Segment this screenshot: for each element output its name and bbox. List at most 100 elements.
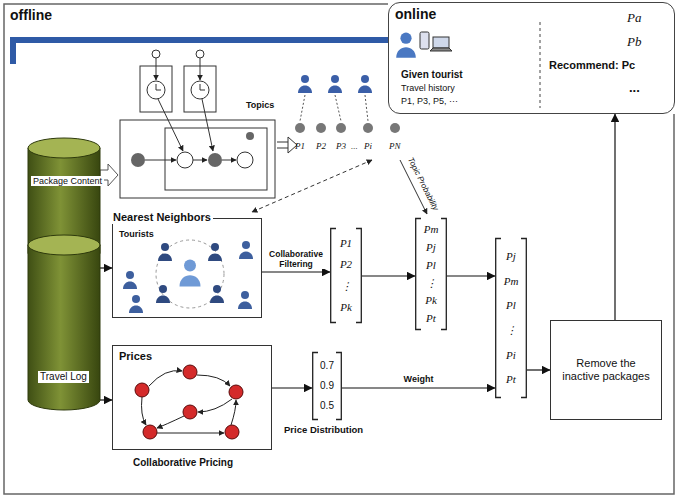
- cylinder-top: [28, 138, 100, 158]
- price-node: [135, 383, 149, 397]
- bracket-line: [496, 239, 527, 398]
- list-entry: Pk: [425, 294, 437, 307]
- node-text: P1, P3, P5, ···: [401, 96, 458, 106]
- diagram-label: P1: [295, 141, 305, 151]
- arrow-label: Topic Probability: [406, 156, 440, 212]
- diagram-label: Pi: [364, 141, 372, 151]
- variable-node: [237, 152, 253, 168]
- topic-node: [363, 123, 373, 133]
- topic-node: [336, 123, 346, 133]
- node-text: Nearest Neighbors: [111, 211, 213, 224]
- topic-node: [295, 123, 305, 133]
- model-arrow: [202, 99, 213, 151]
- bracket-line: [416, 219, 447, 330]
- cylinder-shape: [28, 235, 100, 410]
- list-entry: P1: [340, 237, 352, 250]
- dashed-link: [252, 160, 372, 212]
- text-column: 0.70.90.5: [312, 352, 342, 420]
- price-link: [197, 375, 230, 386]
- model-arrow: [193, 160, 207, 161]
- node-text: Package Content: [31, 176, 104, 186]
- node-text: online: [395, 6, 436, 22]
- cylinder-body: [28, 148, 100, 263]
- bracket-line: [331, 229, 362, 323]
- package-list: PmPjPl⋮PkPt: [415, 218, 447, 330]
- flow-arrow: [527, 369, 550, 370]
- variable-node: [152, 50, 160, 58]
- price-node: [143, 425, 157, 439]
- database-cylinder: Travel Log: [28, 235, 100, 410]
- model-arrow: [145, 160, 176, 161]
- variable-node: [177, 152, 193, 168]
- flow-arrow: [614, 114, 615, 320]
- text-column: Remove the inactive packages: [551, 321, 661, 419]
- list-entry: ⋮: [506, 324, 517, 337]
- list-entry: Pj: [426, 241, 436, 254]
- cylinder-top: [28, 235, 100, 255]
- divider-line: [540, 22, 541, 108]
- price-link: [157, 416, 184, 428]
- model-arrow: [200, 58, 201, 80]
- list-entry: ⋮: [426, 277, 437, 290]
- module-box: PricesCollaborative Pricing: [112, 345, 272, 450]
- list-entry: 0.9: [320, 380, 334, 392]
- node-text: Remove the inactive packages: [551, 357, 661, 382]
- variable-node: [208, 153, 222, 167]
- tourist-icon: [158, 243, 172, 261]
- tourist-icon: [210, 285, 224, 303]
- plate: [165, 128, 267, 190]
- node-text: Travel Log: [38, 371, 89, 383]
- price-node: [183, 365, 197, 379]
- node-text: Recommend: Pc: [549, 59, 635, 72]
- node-text: Pb: [627, 35, 641, 50]
- diagram-label: Topics: [246, 100, 274, 110]
- text-column: PjPmPl⋮PiPt: [495, 238, 527, 398]
- tourist-icon: [180, 260, 201, 287]
- tourist-icon: [238, 291, 252, 309]
- price-node: [225, 425, 239, 439]
- flow-arrow: [262, 271, 330, 272]
- tourist-icon: [156, 285, 170, 303]
- phone-icon: [420, 32, 429, 49]
- tourist-icon: [358, 75, 372, 93]
- offline-region: offlinePackage ContentTravel Log Nearest …: [4, 4, 674, 494]
- node-text: Prices: [119, 350, 152, 363]
- edge-label: Collaborative Filtering: [266, 250, 326, 269]
- node-text: offline: [10, 7, 52, 23]
- package-list: PjPmPl⋮PiPt: [495, 238, 527, 398]
- node-text: Given tourist: [401, 69, 463, 81]
- list-entry: Pk: [340, 301, 352, 314]
- tourist-icon: [396, 33, 416, 58]
- list-entry: ⋮: [341, 280, 352, 293]
- clock-hands: [156, 84, 205, 90]
- neighbor-ring: [156, 240, 224, 308]
- price-link: [198, 399, 232, 412]
- price-vector: Price Distribution0.70.90.5: [312, 352, 342, 420]
- text-column: P1P2 ⋮ Pk: [330, 228, 362, 323]
- list-entry: Pi: [506, 349, 516, 362]
- edge-label: Weight: [404, 375, 434, 385]
- price-link: [231, 400, 236, 425]
- price-link: [149, 371, 182, 386]
- list-entry: 0.7: [320, 360, 334, 372]
- topic-node: [316, 123, 326, 133]
- price-node: [229, 385, 243, 399]
- tourist-icon: [298, 75, 312, 93]
- list-entry: Pt: [426, 312, 436, 325]
- tourist-icon: [208, 243, 222, 261]
- list-entry: Pt: [506, 373, 516, 386]
- list-entry: P2: [340, 258, 352, 271]
- price-link: [157, 433, 224, 434]
- list-entry: Pl: [426, 259, 436, 272]
- variable-node: [196, 50, 204, 58]
- model-arrow: [158, 99, 183, 151]
- tourist-icon: [328, 75, 342, 93]
- offline-frame: [4, 4, 674, 494]
- model-arrow: [222, 160, 236, 161]
- list-entry: Pj: [506, 250, 516, 263]
- flow-arrow: [342, 387, 495, 388]
- package-list: P1P2 ⋮ Pk: [330, 228, 362, 323]
- node-text: Travel history: [401, 83, 455, 93]
- online-panel: onlineGiven touristTravel historyP1, P3,…: [388, 2, 675, 114]
